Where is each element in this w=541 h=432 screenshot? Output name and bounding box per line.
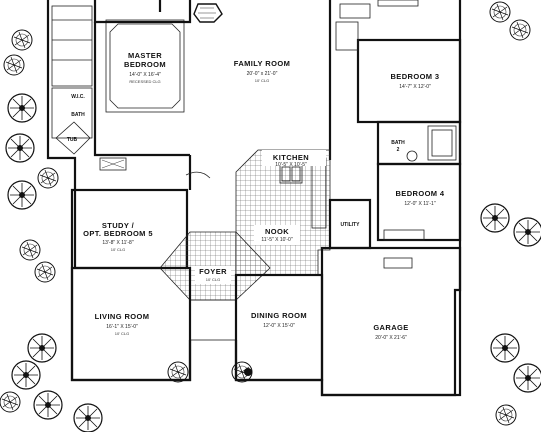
bedroom-4-dims: 12'-0" X 11'-1": [404, 201, 435, 207]
foyer-note: 10' CLG: [206, 277, 221, 282]
family-room-dims: 20'-0" x 21'-0": [247, 71, 278, 77]
bath-2: BATH 2: [376, 120, 462, 166]
master-bath: TUB BATH W.I.C.: [51, 5, 127, 171]
study-note: 10' CLG: [111, 247, 126, 252]
bedroom-4-label: BEDROOM 4: [395, 189, 444, 198]
master-bedroom: MASTER BEDROOM 14'-0" X 16'-4" RECESSED …: [93, 0, 192, 157]
kitchen-dims: 10'-5" X 10'-5": [275, 162, 307, 168]
garage-dims: 20'-0" X 21'-6": [375, 335, 407, 341]
bath-2-label-1: BATH: [391, 140, 405, 146]
fireplace: [193, 3, 223, 23]
dining-room-label: DINING ROOM: [251, 311, 307, 320]
garage-label: GARAGE: [373, 323, 408, 332]
family-room-note: 10' CLG: [255, 78, 270, 83]
dining-room-dims: 12'-0" X 15'-0": [263, 323, 295, 329]
master-tub-label: TUB: [67, 137, 78, 143]
garage: GARAGE 20'-0" X 21'-6": [320, 246, 462, 397]
bedroom-3-dims: 14'-7" X 12'-0": [399, 84, 431, 90]
utility-label: UTILITY: [341, 222, 361, 228]
living-room-note: 10' CLG: [115, 331, 130, 336]
study-label-1: STUDY /: [102, 221, 135, 230]
bedroom-3: BEDROOM 3 14'-7" X 12'-0": [335, 0, 462, 124]
kitchen-nook: KITCHEN 10'-5" X 10'-5" NOOK 11'-5" X 10…: [235, 149, 331, 276]
foyer: FOYER 10' CLG: [159, 231, 271, 341]
family-room-label: FAMILY ROOM: [234, 59, 291, 68]
study-label-2: OPT. BEDROOM 5: [83, 229, 153, 238]
wic-label: W.I.C.: [71, 94, 85, 100]
foyer-label: FOYER: [199, 267, 227, 276]
utility: UTILITY: [328, 198, 372, 250]
living-room-dims: 16'-1" X 15'-0": [106, 324, 138, 330]
shrub-cluster-entry: [167, 361, 253, 383]
kitchen-label: KITCHEN: [273, 153, 309, 162]
bedroom-4: BEDROOM 4 12'-0" X 11'-1": [376, 162, 462, 242]
nook-label: NOOK: [265, 227, 289, 236]
bedroom-3-label: BEDROOM 3: [390, 72, 439, 81]
master-bedroom-label-2: BEDROOM: [124, 60, 166, 69]
living-room-label: LIVING ROOM: [95, 312, 150, 321]
study-dims: 13'-8" X 11'-8": [102, 240, 133, 246]
living-room: LIVING ROOM 16'-1" X 15'-0" 10' CLG: [70, 266, 192, 382]
nook-dims: 11'-5" X 10'-0": [261, 237, 292, 243]
family-room: FAMILY ROOM 20'-0" x 21'-0" 10' CLG: [185, 59, 291, 190]
master-bedroom-dims: 14'-0" X 16'-4": [129, 72, 161, 78]
master-bedroom-note: RECESSED CLG: [129, 79, 160, 84]
bath-2-label-2: 2: [397, 147, 400, 153]
master-bath-label: BATH: [71, 112, 85, 118]
shrub-cluster-right: [480, 1, 541, 426]
master-bedroom-label-1: MASTER: [128, 51, 162, 60]
